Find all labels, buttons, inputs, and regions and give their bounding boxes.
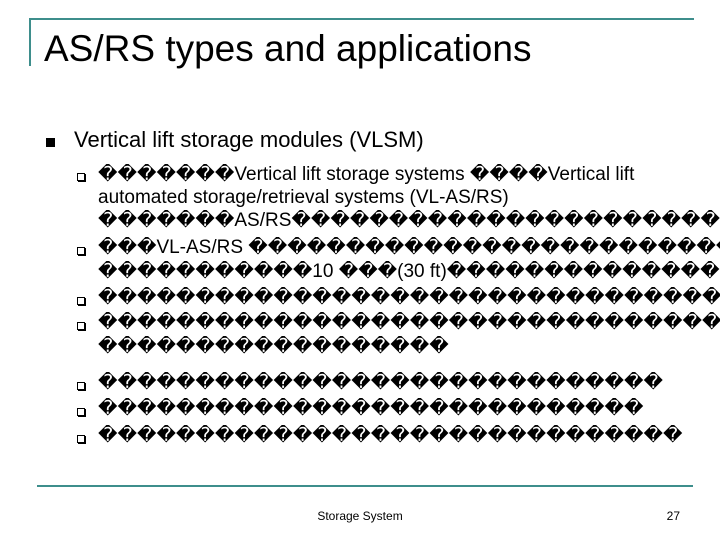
sub-bullet-icon [77, 297, 85, 305]
sub-item-line: ��������������������������������������� [98, 287, 720, 308]
title-left-rule [29, 18, 31, 66]
sub-item-line: ���VL-AS/RS ��������������������������� [98, 237, 720, 258]
sub-item-line: automated storage/retrieval systems (VL-… [98, 187, 509, 208]
level1-bullet-icon [46, 138, 55, 147]
slide-title: AS/RS types and applications [44, 28, 532, 69]
sub-item-line: ���������������������������������load��� [98, 312, 720, 333]
footer-rule [37, 485, 693, 487]
page-number: 27 [666, 509, 680, 523]
sub-bullet-icon [77, 408, 85, 416]
sub-item-line: ������������������������������ [98, 425, 683, 446]
sub-item-line: �������AS/RS����������������������� [98, 210, 720, 231]
sub-item-line: ���������������������������� [98, 398, 644, 419]
sub-item-line: �������Vertical lift storage systems ���… [98, 164, 635, 185]
sub-bullet-icon [77, 173, 85, 181]
footer-title: Storage System [317, 509, 403, 523]
sub-item-line: ����������������������������� [98, 372, 663, 393]
sub-item-line: �����������10 ���(30 ft)����������������… [98, 261, 720, 282]
title-top-rule [29, 18, 694, 20]
sub-bullet-icon [77, 322, 85, 330]
sub-bullet-icon [77, 435, 85, 443]
sub-item-line: ������������������ [98, 336, 449, 357]
bullet-vlsm: Vertical lift storage modules (VLSM) [74, 127, 424, 152]
sub-bullet-icon [77, 382, 85, 390]
sub-bullet-icon [77, 247, 85, 255]
